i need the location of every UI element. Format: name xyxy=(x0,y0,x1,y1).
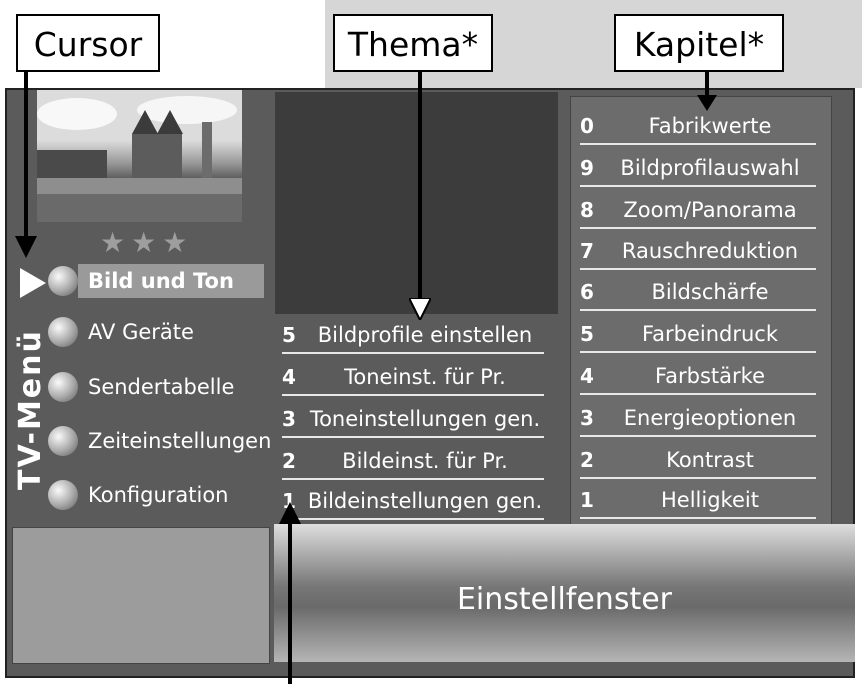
menu-picture xyxy=(37,90,242,222)
tv-menu-vertical-label: TV-Menü xyxy=(10,262,50,492)
menu-ball-icon xyxy=(48,317,78,347)
kapitel-label: Rauschreduktion xyxy=(621,238,799,263)
bottom-pointer-line xyxy=(288,520,292,684)
tv-menu-text: TV-Menü xyxy=(13,329,48,490)
menu-item-sendertabelle[interactable]: Sendertabelle xyxy=(48,368,234,406)
rating-stars: ★★★ xyxy=(100,226,194,259)
menu-item-label: AV Geräte xyxy=(88,320,194,344)
bottom-pointer-arrowhead-icon xyxy=(279,502,301,528)
kapitel-label: Kontrast xyxy=(666,447,754,472)
menu-ball-icon xyxy=(48,266,78,296)
thema-row[interactable]: 1 Bildeinstellungen gen. xyxy=(282,484,544,520)
cursor-pointer-arrowhead-icon xyxy=(15,236,37,262)
cursor-arrow-icon xyxy=(20,268,48,302)
menu-item-bild-und-ton[interactable]: Bild und Ton xyxy=(48,262,234,300)
kapitel-row[interactable]: 3 Energieoptionen xyxy=(580,400,816,437)
kapitel-number: 0 xyxy=(580,113,594,138)
kapitel-number: 4 xyxy=(580,363,594,388)
kapitel-label: Bildschärfe xyxy=(651,279,769,304)
menu-ball-icon xyxy=(48,372,78,402)
thema-callout: Thema* xyxy=(333,14,493,72)
menu-item-label: Sendertabelle xyxy=(88,375,235,399)
thema-pointer-arrowhead-icon xyxy=(407,297,433,324)
thema-row[interactable]: 4 Toneinst. für Pr. xyxy=(282,360,544,396)
thema-number: 3 xyxy=(282,407,296,431)
menu-ball-icon xyxy=(48,480,78,510)
menu-item-av-geraete[interactable]: AV Geräte xyxy=(48,313,194,351)
menu-item-label: Konfiguration xyxy=(88,483,229,507)
menu-item-zeiteinstellungen[interactable]: Zeiteinstellungen xyxy=(48,422,271,460)
kapitel-number: 1 xyxy=(580,487,594,512)
thema-row[interactable]: 5 Bildprofile einstellen xyxy=(282,318,544,354)
menu-item-label: Bild und Ton xyxy=(88,269,234,293)
kapitel-number: 9 xyxy=(580,155,594,180)
preview-area xyxy=(275,92,558,314)
thema-row[interactable]: 3 Toneinstellungen gen. xyxy=(282,402,544,438)
kapitel-number: 8 xyxy=(580,197,594,222)
thema-label: Toneinst. für Pr. xyxy=(344,365,506,389)
thema-label: Bildprofile einstellen xyxy=(317,323,533,347)
kapitel-row[interactable]: 2 Kontrast xyxy=(580,442,816,479)
thema-pointer-line xyxy=(418,72,422,304)
kapitel-row[interactable]: 6 Bildschärfe xyxy=(580,274,816,311)
thema-number: 5 xyxy=(282,323,296,347)
thema-row[interactable]: 2 Bildeinst. für Pr. xyxy=(282,444,544,480)
cursor-callout: Cursor xyxy=(16,14,160,72)
kapitel-row[interactable]: 5 Farbeindruck xyxy=(580,316,816,353)
kapitel-pointer-line xyxy=(705,72,709,100)
settings-window xyxy=(274,524,855,662)
kapitel-label: Farbeindruck xyxy=(641,321,779,346)
cursor-pointer-line xyxy=(24,72,28,242)
left-bottom-panel xyxy=(12,527,270,664)
thema-number: 2 xyxy=(282,449,296,473)
kapitel-number: 7 xyxy=(580,238,594,263)
kapitel-label: Helligkeit xyxy=(661,487,759,512)
kapitel-label: Zoom/Panorama xyxy=(623,197,797,222)
thema-label: Bildeinst. für Pr. xyxy=(342,449,508,473)
menu-ball-icon xyxy=(48,426,78,456)
settings-window-label: Einstellfenster xyxy=(456,582,673,617)
kapitel-row[interactable]: 9 Bildprofilauswahl xyxy=(580,150,816,187)
kapitel-pointer-arrowhead-icon xyxy=(697,95,717,115)
thema-label: Bildeinstellungen gen. xyxy=(307,489,543,513)
kapitel-number: 6 xyxy=(580,279,594,304)
kapitel-row[interactable]: 0 Fabrikwerte xyxy=(580,108,816,145)
thema-number: 4 xyxy=(282,365,296,389)
kapitel-label: Bildprofilauswahl xyxy=(620,155,800,180)
kapitel-number: 5 xyxy=(580,321,594,346)
kapitel-label: Farbstärke xyxy=(655,363,765,388)
kapitel-label: Fabrikwerte xyxy=(648,113,772,138)
kapitel-callout: Kapitel* xyxy=(614,14,784,72)
menu-item-konfiguration[interactable]: Konfiguration xyxy=(48,476,228,514)
kapitel-label: Energieoptionen xyxy=(623,405,797,430)
kapitel-row[interactable]: 1 Helligkeit xyxy=(580,482,816,519)
kapitel-number: 2 xyxy=(580,447,594,472)
kapitel-row[interactable]: 7 Rauschreduktion xyxy=(580,233,816,270)
kapitel-row[interactable]: 4 Farbstärke xyxy=(580,358,816,395)
active-menu-highlight xyxy=(78,264,264,298)
kapitel-row[interactable]: 8 Zoom/Panorama xyxy=(580,192,816,229)
thema-label: Toneinstellungen gen. xyxy=(309,407,541,431)
menu-item-label: Zeiteinstellungen xyxy=(88,429,272,453)
kapitel-number: 3 xyxy=(580,405,594,430)
